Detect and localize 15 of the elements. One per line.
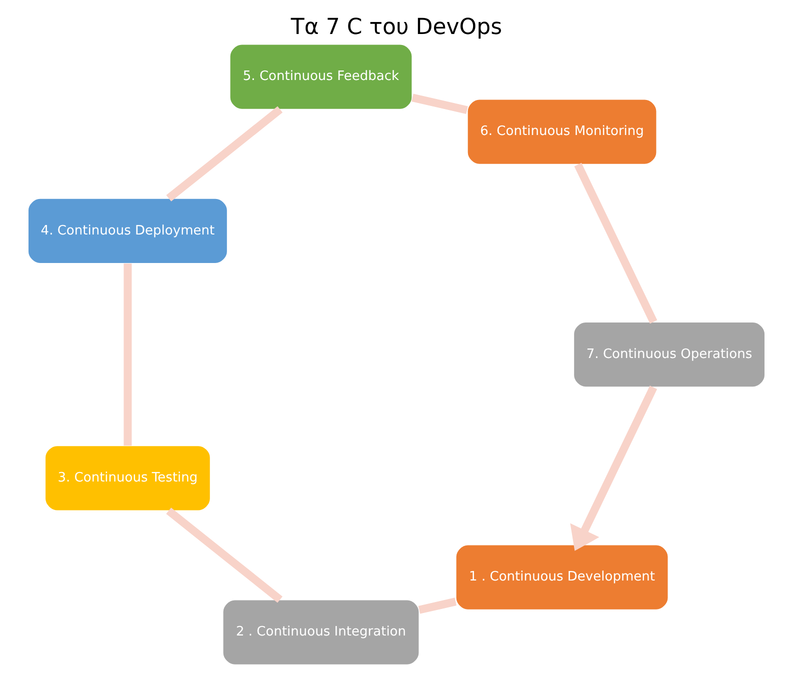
- node-box: 1 . Continuous Development: [455, 544, 669, 610]
- diagram-title: Τα 7 C του DevOps: [290, 14, 502, 40]
- connector: [418, 598, 456, 614]
- connector: [124, 264, 132, 446]
- node-box: 6. Continuous Monitoring: [466, 98, 658, 165]
- arrow: [570, 386, 658, 551]
- connector: [166, 508, 282, 603]
- node-box: 5. Continuous Feedback: [229, 44, 413, 110]
- node-box: 4. Continuous Deployment: [28, 198, 228, 264]
- node-box: 2 . Continuous Integration: [222, 599, 420, 666]
- node-box: 7. Continuous Operations: [573, 321, 766, 388]
- connector: [166, 106, 283, 202]
- connector: [574, 162, 658, 324]
- connector: [412, 94, 468, 114]
- node-box: 3. Continuous Testing: [44, 445, 211, 512]
